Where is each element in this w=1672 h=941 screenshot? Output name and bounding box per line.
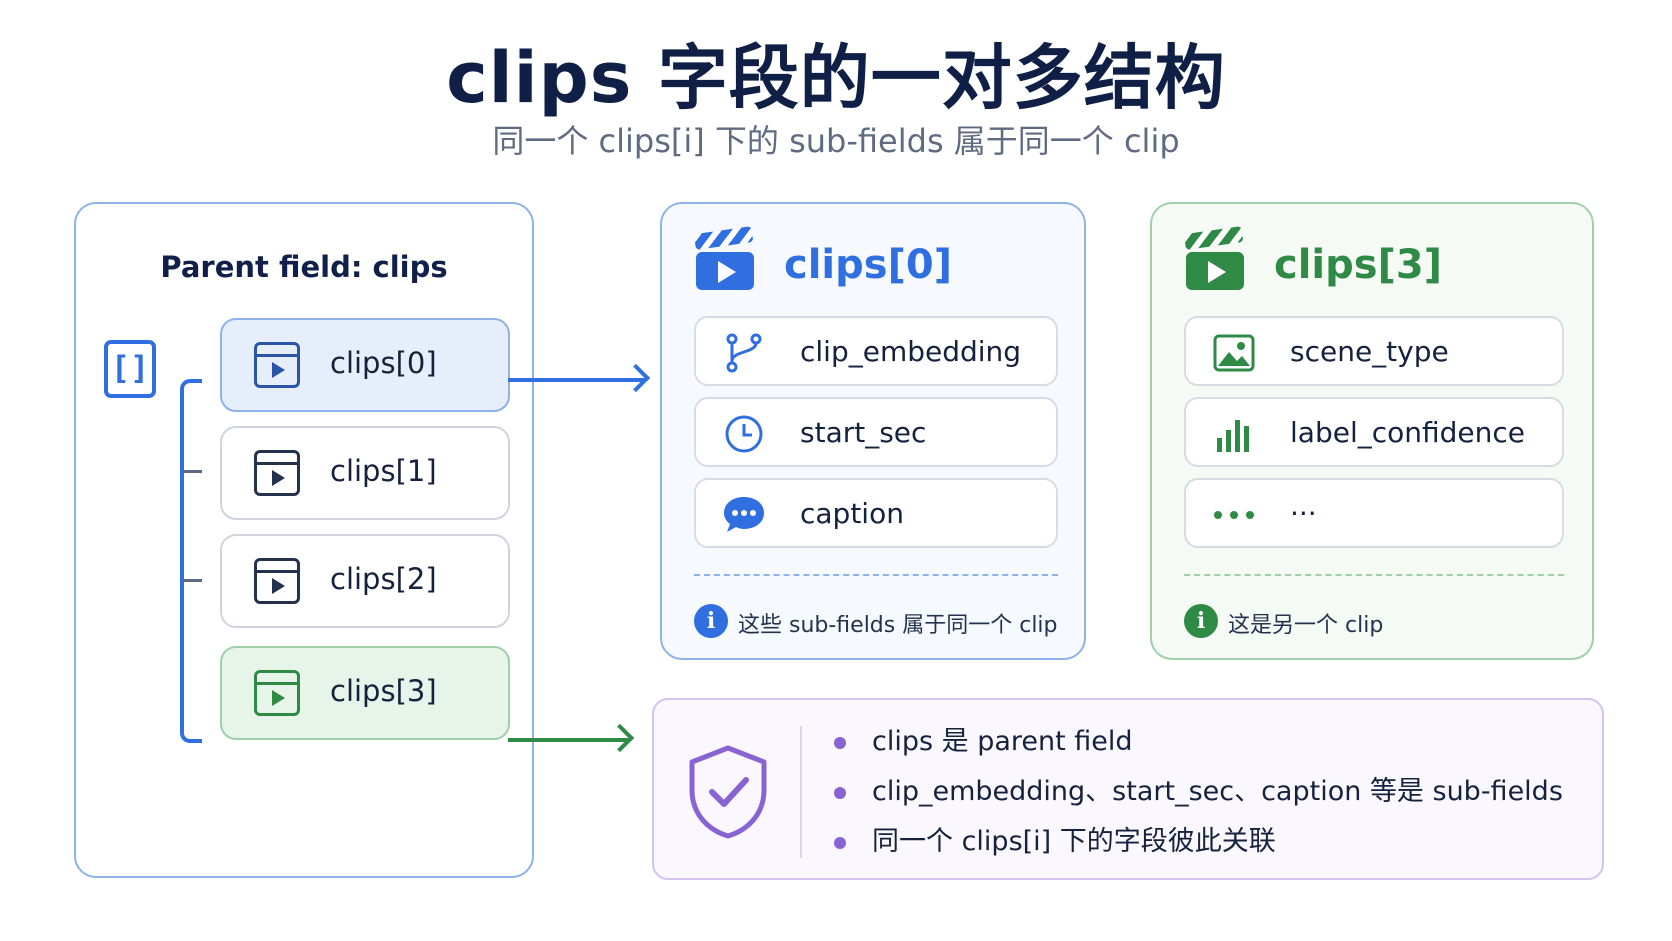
summary-bullets: clips 是 parent field clip_embedding、star…	[832, 724, 1563, 874]
video-window-icon	[254, 450, 300, 496]
video-window-icon	[254, 558, 300, 604]
video-window-icon	[254, 670, 300, 716]
clip-item-0[interactable]: clips[0]	[220, 318, 510, 412]
chat-bubble-icon	[724, 497, 764, 532]
page-title: clips 字段的一对多结构	[446, 37, 1226, 119]
clip-item-1[interactable]: clips[1]	[220, 426, 510, 520]
arrow-to-clip0	[508, 363, 651, 393]
tree-tick	[184, 579, 202, 582]
clip3-note: 这是另一个 clip	[1228, 613, 1384, 638]
clip0-title: clips[0]	[784, 242, 952, 288]
clip3-title: clips[3]	[1274, 242, 1442, 288]
clapperboard-icon	[693, 226, 754, 290]
clip0-note: 这些 sub-fields 属于同一个 clip	[738, 613, 1058, 638]
field-start-sec[interactable]: start_sec	[694, 397, 1058, 467]
clock-icon	[725, 415, 763, 453]
video-window-icon	[254, 342, 300, 388]
clip-item-3[interactable]: clips[3]	[220, 646, 510, 740]
clip0-detail-panel: clips[0] clip_embedding start_sec captio…	[660, 202, 1086, 660]
arrow-to-summary	[508, 723, 635, 753]
summary-bullet: 同一个 clips[i] 下的字段彼此关联	[832, 824, 1563, 874]
tree-connector	[180, 379, 202, 743]
parent-field-panel: Parent field: clips [] clips[0] clips[1]…	[74, 202, 534, 878]
summary-panel: clips 是 parent field clip_embedding、star…	[652, 698, 1604, 880]
image-icon	[1213, 334, 1255, 372]
field-label: ···	[1290, 497, 1317, 530]
field-label: label_confidence	[1290, 416, 1525, 449]
field-label-confidence[interactable]: label_confidence	[1184, 397, 1564, 467]
shield-check-icon	[689, 745, 767, 839]
field-label: clip_embedding	[800, 335, 1022, 368]
parent-field-title: Parent field: clips	[160, 250, 448, 284]
clip-item-label: clips[1]	[330, 454, 437, 488]
array-bracket-icon: []	[104, 340, 156, 398]
clip-item-label: clips[2]	[330, 562, 437, 596]
field-label: caption	[800, 497, 904, 530]
page-subtitle: 同一个 clips[i] 下的 sub-fields 属于同一个 clip	[492, 122, 1180, 160]
field-clip-embedding[interactable]: clip_embedding	[694, 316, 1058, 386]
summary-bullet: clip_embedding、start_sec、caption 等是 sub-…	[832, 774, 1563, 824]
tree-tick	[184, 470, 202, 473]
bar-chart-icon	[1217, 420, 1249, 452]
field-more[interactable]: ···	[1184, 478, 1564, 548]
arrow-head-icon	[621, 363, 651, 393]
dashed-divider	[1184, 574, 1564, 576]
more-dots-icon	[1214, 511, 1254, 519]
info-icon: i	[694, 604, 728, 638]
field-label: scene_type	[1290, 335, 1449, 368]
arrow-head-icon	[605, 723, 635, 753]
info-icon: i	[1184, 604, 1218, 638]
clip-item-label: clips[0]	[330, 346, 437, 380]
dashed-divider	[694, 574, 1058, 576]
field-scene-type[interactable]: scene_type	[1184, 316, 1564, 386]
field-label: start_sec	[800, 416, 927, 449]
clip-item-label: clips[3]	[330, 674, 437, 708]
field-caption[interactable]: caption	[694, 478, 1058, 548]
clip3-detail-panel: clips[3] scene_type label_confidence ···…	[1150, 202, 1594, 660]
summary-bullet: clips 是 parent field	[832, 724, 1563, 774]
branch-icon	[726, 333, 762, 373]
clapperboard-icon	[1183, 226, 1244, 290]
summary-divider	[800, 726, 802, 858]
clip-item-2[interactable]: clips[2]	[220, 534, 510, 628]
